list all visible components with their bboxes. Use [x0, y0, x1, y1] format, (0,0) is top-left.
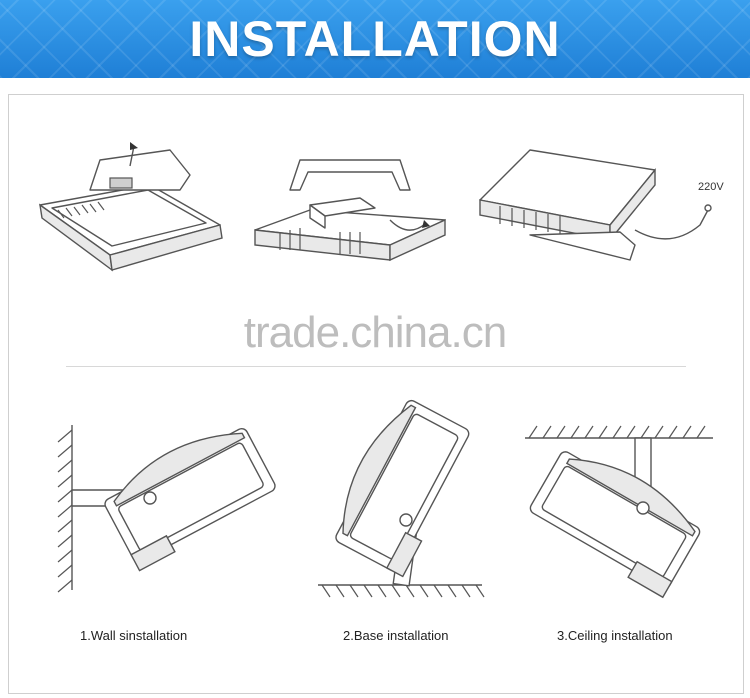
caption-ceiling-installation: 3.Ceiling installation: [557, 628, 673, 643]
caption-wall-installation: 1.Wall sinstallation: [80, 628, 188, 643]
section-divider: [66, 366, 686, 367]
watermark-text: trade.china.cn: [243, 308, 507, 357]
top-fixture-driver-diagram: [254, 159, 446, 262]
header-banner: [0, 0, 750, 78]
wall-installation-diagram: [57, 425, 276, 593]
top-fixture-wiring-diagram: 220V: [479, 149, 724, 261]
base-installation-diagram: [318, 399, 485, 598]
voltage-label: 220V: [698, 181, 724, 193]
top-fixture-bracket-diagram: [39, 142, 223, 272]
ceiling-installation-diagram: [525, 425, 713, 599]
caption-base-installation: 2.Base installation: [343, 628, 449, 643]
page-title: INSTALLATION: [189, 11, 561, 67]
